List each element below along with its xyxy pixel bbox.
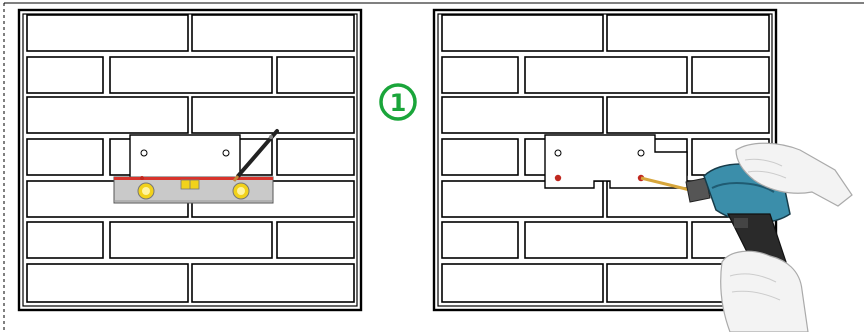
brick: [442, 264, 603, 302]
brick: [442, 57, 518, 93]
brick: [27, 15, 188, 51]
step-number-text: 1: [390, 89, 407, 117]
brick: [27, 139, 103, 175]
brick: [277, 222, 354, 258]
brick: [525, 57, 687, 93]
brick: [27, 57, 103, 93]
brick: [27, 264, 188, 302]
brick: [277, 57, 354, 93]
brick: [192, 15, 354, 51]
step-number-badge: 1: [381, 85, 415, 119]
brick: [110, 57, 272, 93]
brick: [442, 139, 518, 175]
brick: [607, 97, 769, 133]
brick: [110, 222, 272, 258]
brick: [442, 97, 603, 133]
brick: [192, 97, 354, 133]
brick: [27, 222, 103, 258]
brick: [525, 222, 687, 258]
brick: [442, 222, 518, 258]
brick: [277, 139, 354, 175]
right-mounting-bracket: [545, 135, 687, 188]
brick: [192, 264, 354, 302]
brick: [27, 97, 188, 133]
spirit-level-icon: [114, 176, 273, 203]
brick: [692, 57, 769, 93]
brick: [607, 15, 769, 51]
left-mounting-bracket: [130, 135, 240, 178]
brick: [442, 15, 603, 51]
